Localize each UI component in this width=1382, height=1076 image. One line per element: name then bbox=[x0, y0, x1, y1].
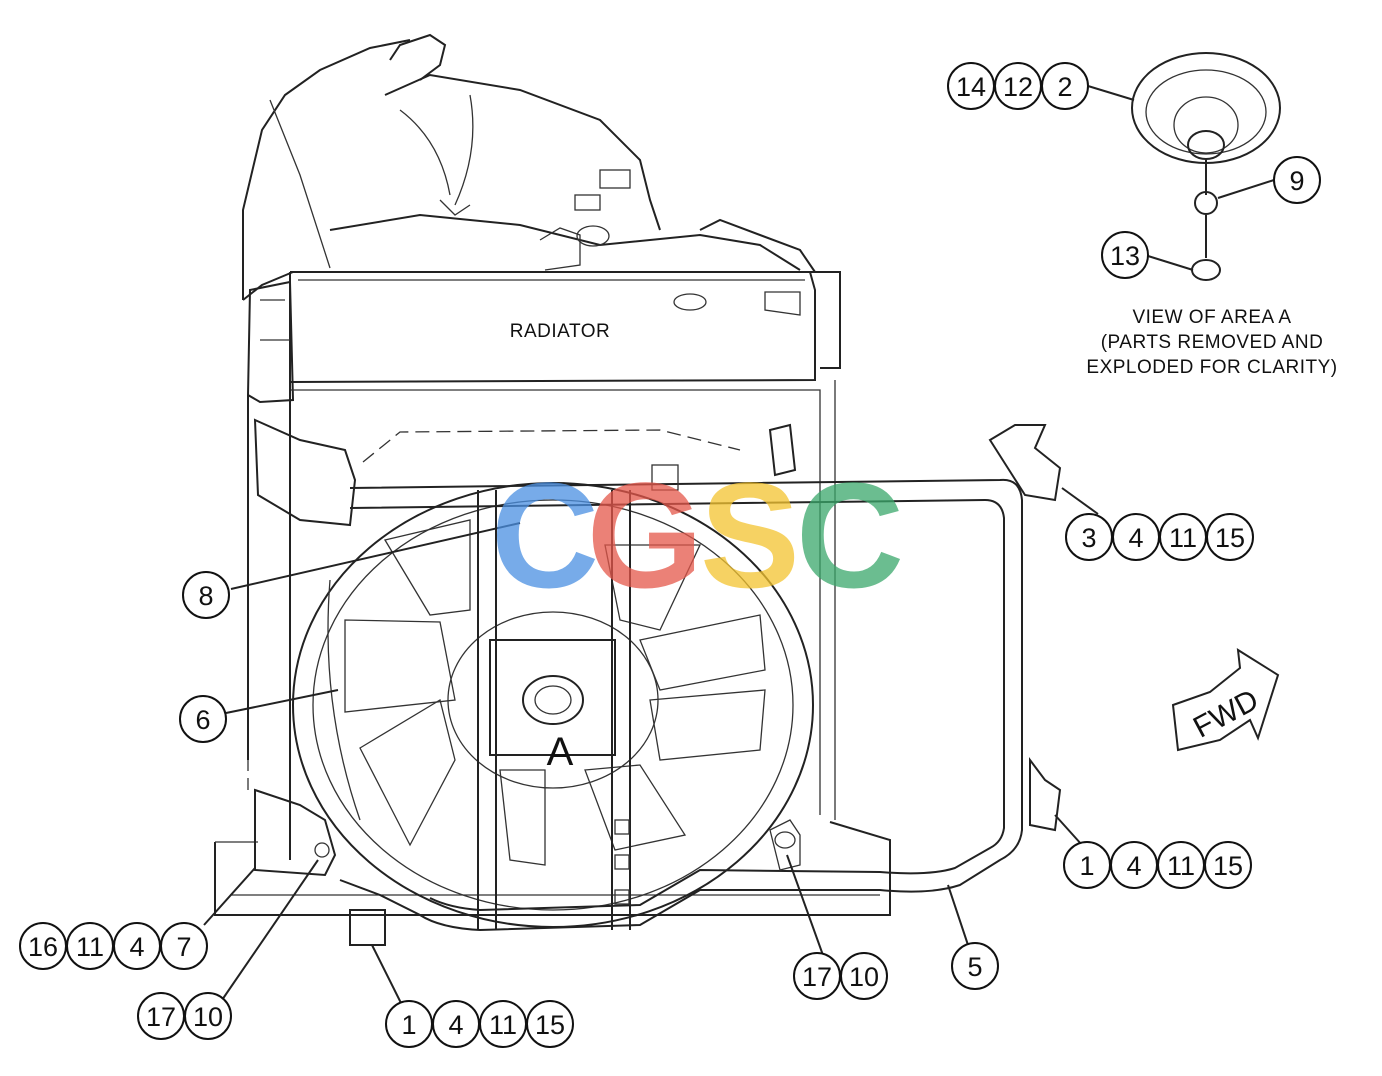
callout-group-c-9: 9 bbox=[1273, 156, 1321, 204]
detail-view-area-a: VIEW OF AREA A (PARTS REMOVED AND EXPLOD… bbox=[1086, 52, 1337, 378]
radiator-top-tank: RADIATOR bbox=[246, 271, 841, 404]
callout-number: 17 bbox=[146, 1002, 176, 1032]
view-title-line-2: (PARTS REMOVED AND bbox=[1101, 332, 1324, 353]
callout-number: 1 bbox=[401, 1010, 416, 1040]
view-title-line-3: EXPLODED FOR CLARITY) bbox=[1086, 357, 1337, 378]
fwd-arrow: FWD bbox=[1171, 648, 1280, 752]
callout-number: 7 bbox=[176, 932, 191, 962]
callout-group-c-6: 6 bbox=[179, 695, 227, 743]
callout-number: 4 bbox=[1126, 851, 1141, 881]
area-a-label: A bbox=[547, 730, 574, 774]
callout-bubble bbox=[526, 1000, 574, 1048]
callout-number: 9 bbox=[1289, 166, 1304, 196]
callout-group-c-1-4-11-15-right: 1 4 11 15 bbox=[1063, 841, 1252, 889]
callout-number: 15 bbox=[1215, 523, 1245, 553]
callout-group-c-13: 13 bbox=[1101, 231, 1149, 279]
callout-number: 11 bbox=[1167, 851, 1195, 881]
callout-bubble bbox=[1101, 231, 1149, 279]
callout-group-c-5: 5 bbox=[951, 942, 999, 990]
callout-number: 6 bbox=[195, 705, 210, 735]
callout-number: 2 bbox=[1057, 72, 1072, 102]
callout-bubble bbox=[182, 571, 230, 619]
callout-group-c-16-11-4-7: 16 11 4 7 bbox=[19, 922, 208, 970]
callout-number: 1 bbox=[1079, 851, 1094, 881]
cgsc-watermark: C G S C bbox=[491, 451, 904, 619]
callout-bubble bbox=[840, 952, 888, 1000]
engine-housing bbox=[242, 33, 816, 301]
callout-number: 16 bbox=[28, 932, 58, 962]
callout-group-c-1-4-11-15-bottom: 1 4 11 15 bbox=[385, 1000, 574, 1048]
callout-number: 4 bbox=[1128, 523, 1143, 553]
callout-number: 11 bbox=[489, 1010, 517, 1040]
view-title-line-1: VIEW OF AREA A bbox=[1132, 307, 1291, 328]
callout-bubble bbox=[179, 695, 227, 743]
callout-number: 5 bbox=[967, 952, 982, 982]
callout-number: 11 bbox=[76, 932, 104, 962]
callout-number: 15 bbox=[535, 1010, 565, 1040]
watermark-letter-c2: C bbox=[796, 451, 904, 619]
callout-number: 8 bbox=[198, 581, 213, 611]
callout-number: 10 bbox=[849, 962, 879, 992]
brackets bbox=[253, 418, 1062, 946]
callout-bubble bbox=[160, 922, 208, 970]
callout-number: 4 bbox=[448, 1010, 463, 1040]
radiator-frame bbox=[214, 380, 891, 916]
callout-number: 14 bbox=[956, 72, 986, 102]
callout-number: 11 bbox=[1169, 523, 1197, 553]
callout-number: 15 bbox=[1213, 851, 1243, 881]
callout-number: 17 bbox=[802, 962, 832, 992]
radiator-label: RADIATOR bbox=[510, 321, 610, 342]
fan: A bbox=[344, 519, 766, 866]
callout-bubble bbox=[951, 942, 999, 990]
callout-group-c-8: 8 bbox=[182, 571, 230, 619]
callout-bubble bbox=[1206, 513, 1254, 561]
watermark-letter-g: G bbox=[587, 451, 704, 619]
callout-bubble bbox=[1204, 841, 1252, 889]
watermark-letter-s: S bbox=[700, 451, 800, 619]
callout-number: 3 bbox=[1081, 523, 1096, 553]
callout-bubble bbox=[1041, 62, 1089, 110]
callout-number: 10 bbox=[193, 1002, 223, 1032]
callout-number: 4 bbox=[129, 932, 144, 962]
leader-lines bbox=[203, 85, 1275, 1004]
watermark-letter-c1: C bbox=[491, 451, 599, 619]
callout-number: 13 bbox=[1110, 241, 1140, 271]
fan-guard bbox=[339, 464, 1023, 932]
callout-group-c-3-4-11-15: 3 4 11 15 bbox=[1065, 513, 1254, 561]
callout-number: 12 bbox=[1003, 72, 1033, 102]
callout-bubble bbox=[1273, 156, 1321, 204]
callout-group-c-14-12-2: 14 12 2 bbox=[947, 62, 1089, 110]
callout-bubble bbox=[184, 992, 232, 1040]
